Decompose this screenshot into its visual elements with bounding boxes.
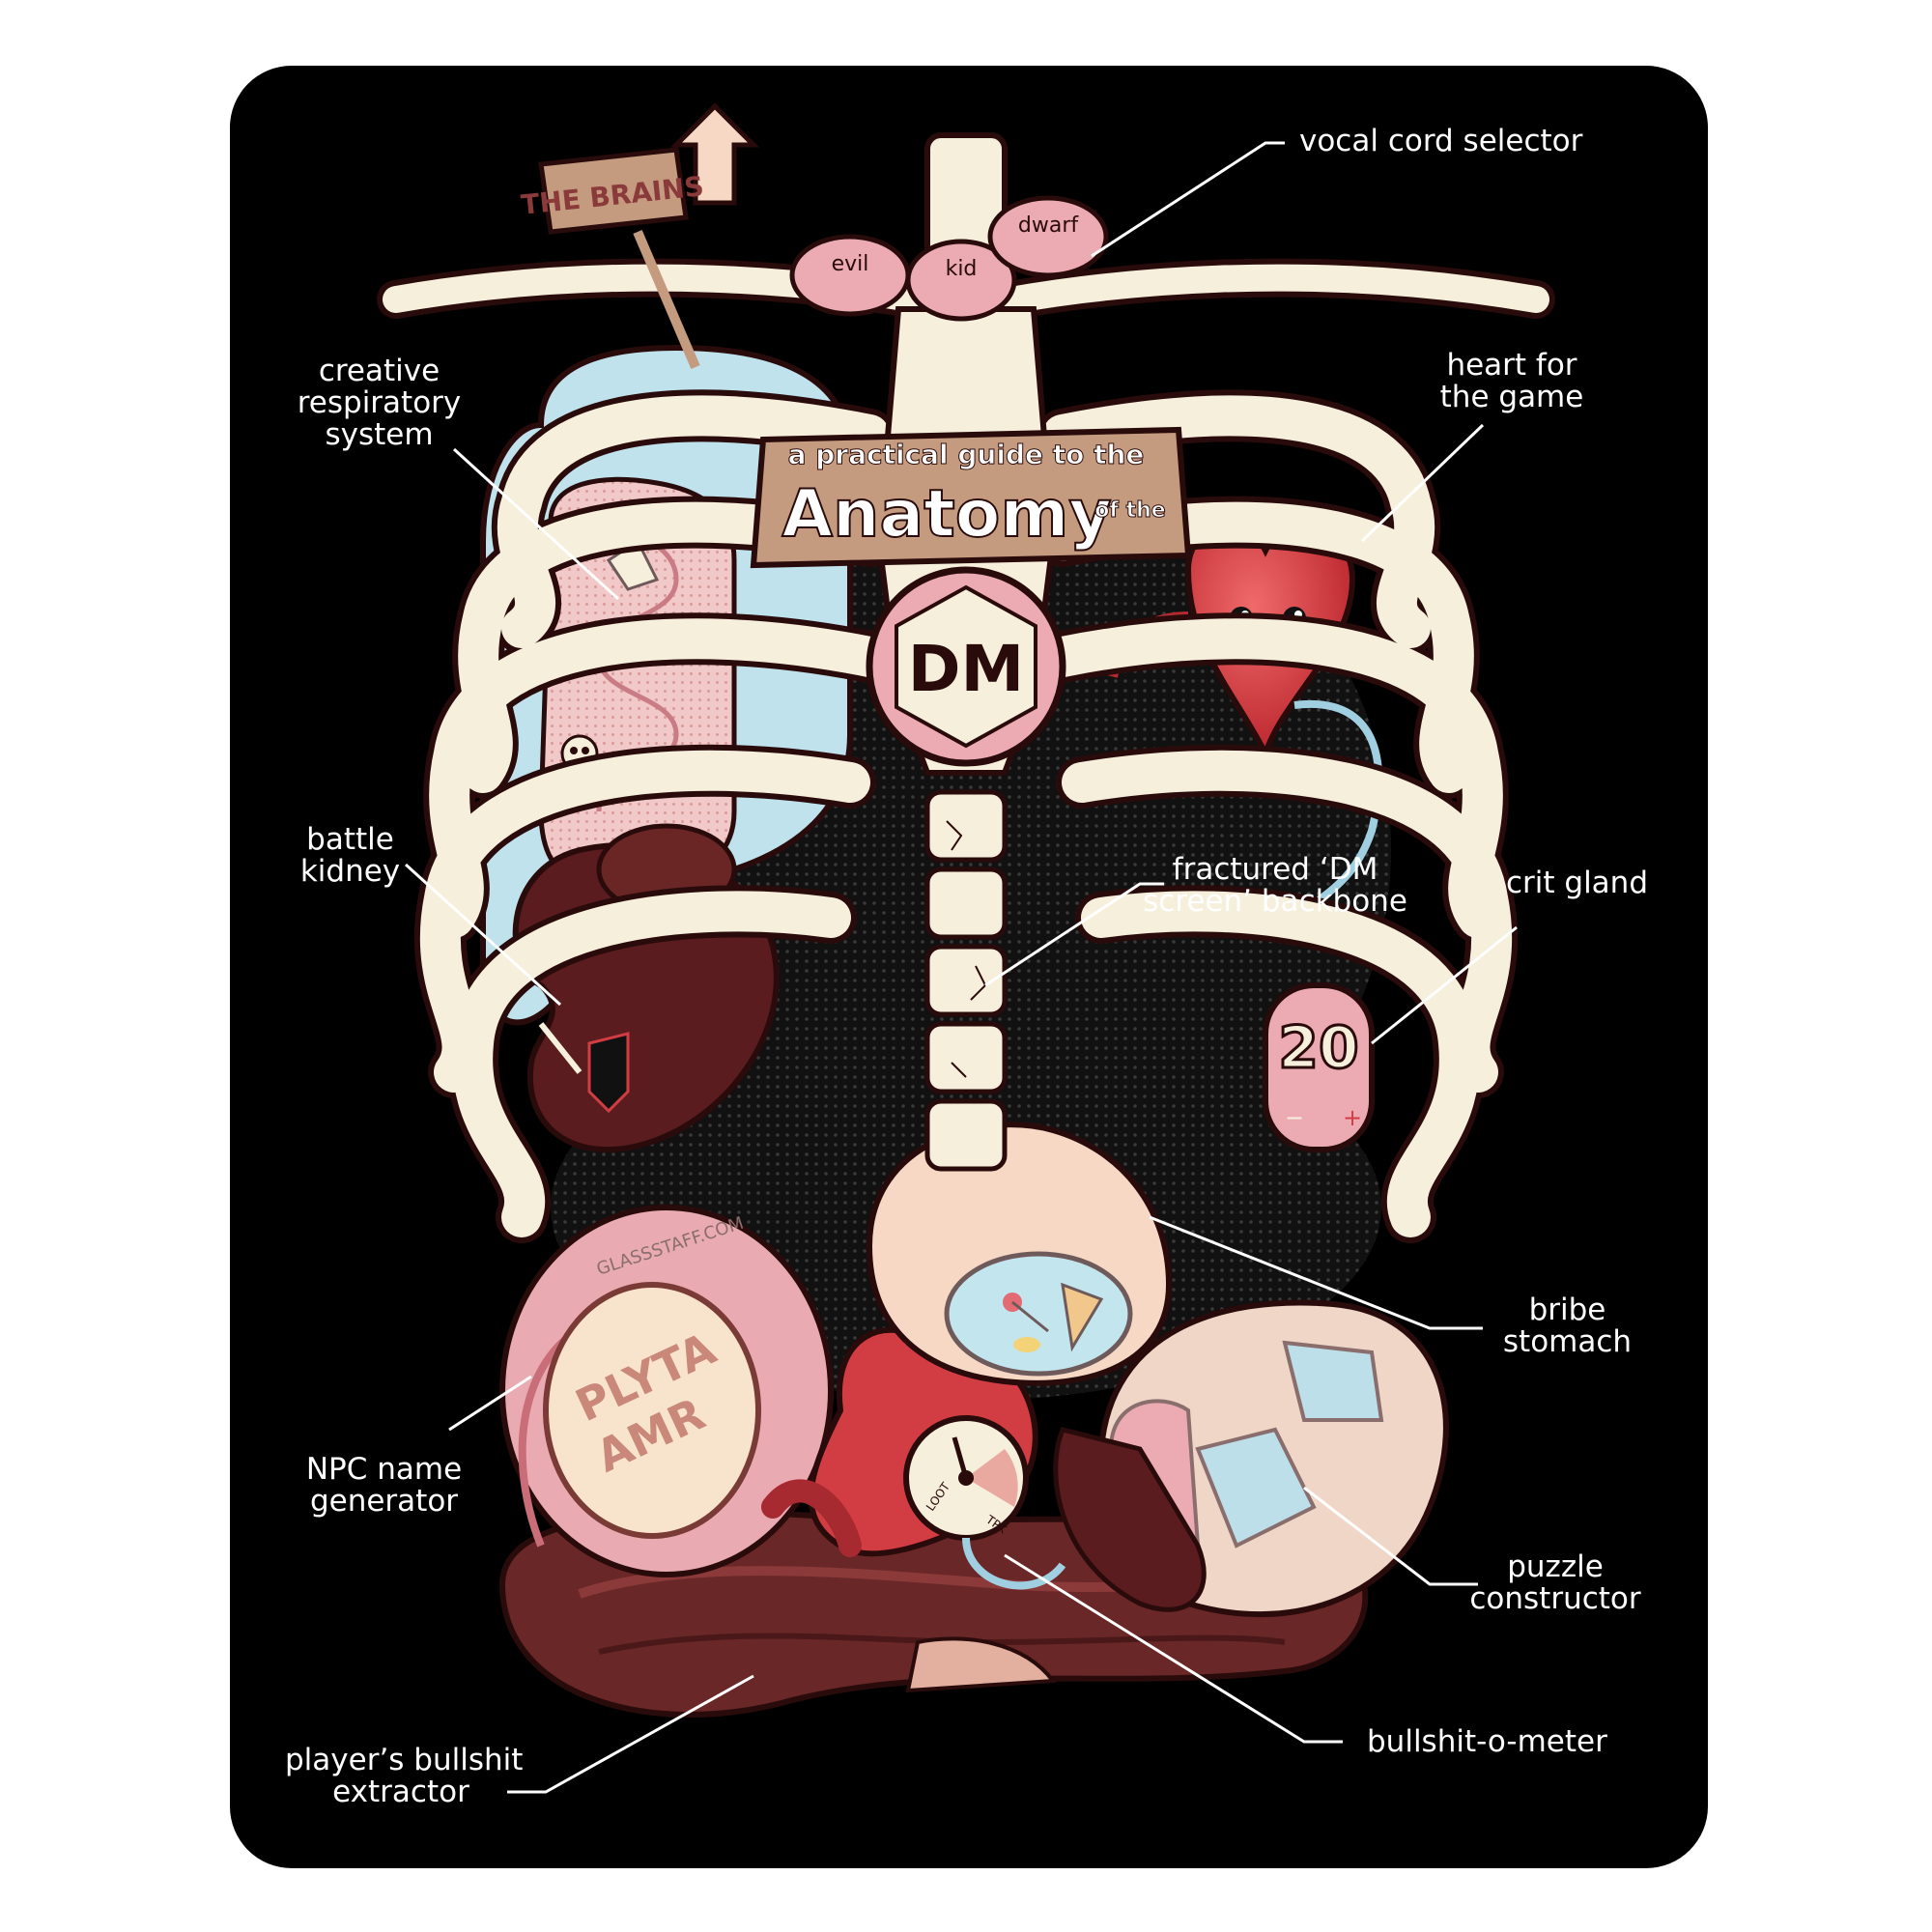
bribe-stomach-organ xyxy=(866,1122,1173,1386)
voice-dwarf: dwarf xyxy=(1018,213,1079,238)
svg-text:+: + xyxy=(1343,1104,1362,1131)
rib-cage xyxy=(377,258,1555,1243)
dm-badge: DM xyxy=(866,566,1066,767)
crit-gland-number: 20 xyxy=(1278,1014,1359,1082)
leader-lines xyxy=(404,141,1518,1794)
title-of-the: of the xyxy=(1094,498,1165,523)
dm-badge-text: DM xyxy=(908,632,1024,706)
brains-signpost: THE BRAINS xyxy=(520,102,760,369)
vocal-cord-selector-organ: evil kid dwarf xyxy=(789,195,1109,322)
fractured-backbone xyxy=(924,789,1008,1172)
bullshit-o-meter-organ: LOOT TPK xyxy=(761,1326,1066,1590)
label-bullshit-o-meter: bullshit-o-meter xyxy=(1367,1724,1607,1759)
npc-name-generator-organ: PLYTA AMR xyxy=(499,1205,834,1577)
title-anatomy: Anatomy xyxy=(781,476,1111,553)
voice-evil: evil xyxy=(832,252,869,276)
puzzle-constructor-organ xyxy=(1053,1299,1449,1618)
crit-gland-organ: 20 − + xyxy=(1263,982,1375,1152)
label-vocal-cord-selector: vocal cord selector xyxy=(1299,124,1583,158)
label-crit-gland: crit gland xyxy=(1505,866,1649,900)
voice-kid: kid xyxy=(946,257,978,281)
title-line1: a practical guide to the xyxy=(788,439,1145,470)
title-sign: a practical guide to the Anatomy of the xyxy=(750,426,1192,569)
svg-text:−: − xyxy=(1285,1104,1304,1131)
